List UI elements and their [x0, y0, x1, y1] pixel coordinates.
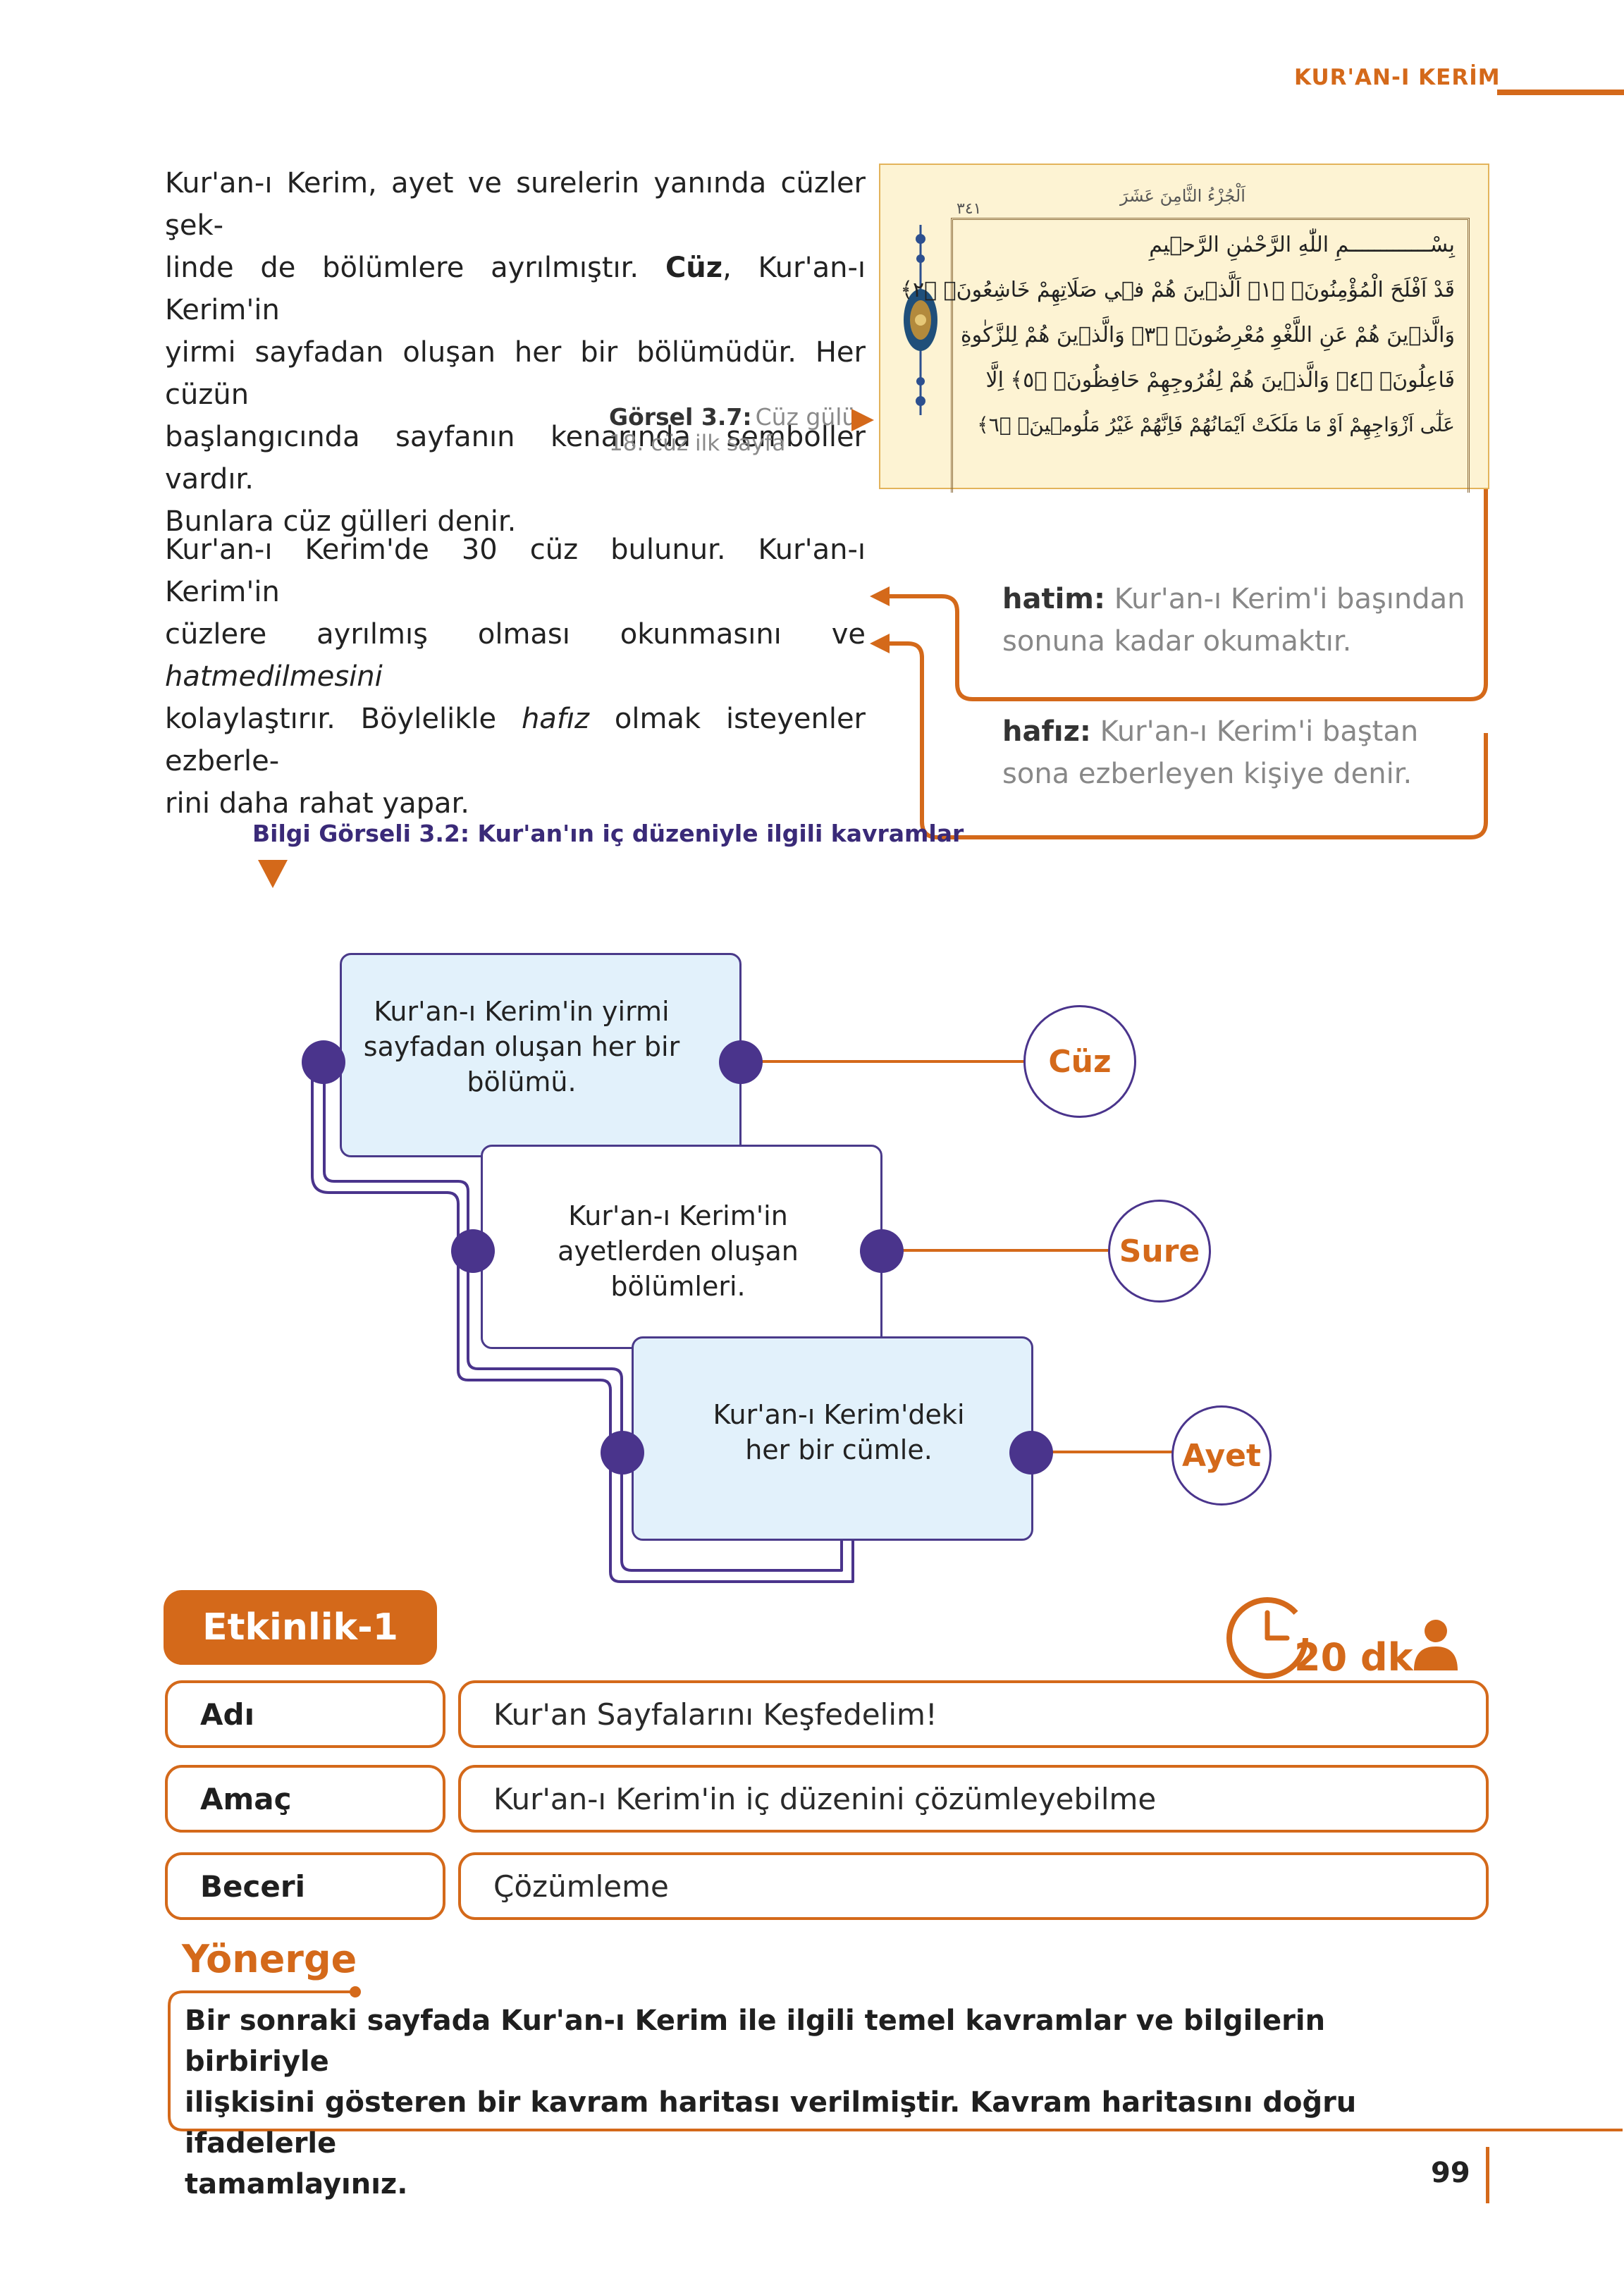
figure-caption: Görsel 3.7: Cüz gülü 18. cüz ilk sayfa: [609, 403, 856, 456]
row-value-aim: Kur'an-ı Kerim'in iç düzenini çözümleyeb…: [458, 1765, 1489, 1833]
row-label-name: Adı: [165, 1680, 445, 1748]
para-line: rini daha rahat yapar.: [165, 787, 470, 820]
intro-line: yirmi sayfadan oluşan her bir bölümüdür.…: [165, 336, 866, 411]
quran-text-frame: بِسْـــــــــــــمِ اللّٰهِ الرَّحْمٰنِ …: [900, 218, 1470, 493]
page-number: 99: [1431, 2157, 1470, 2189]
concept-text-sure: Kur'an-ı Kerim'in ayetlerden oluşan bölü…: [558, 1200, 799, 1302]
connector-dot: [1009, 1431, 1053, 1475]
info-visual-caption: Bilgi Görseli 3.2: Kur'an'ın iç düzeniyl…: [252, 820, 964, 847]
connector-dot: [860, 1229, 904, 1273]
definition-connectors: [870, 489, 1488, 839]
header-rule: [1497, 90, 1624, 95]
caption-down-arrow-icon: [258, 860, 288, 888]
concept-text-ayet: Kur'an-ı Kerim'deki her bir cümle.: [713, 1399, 965, 1465]
activity-title-badge: Etkinlik-1: [164, 1590, 437, 1665]
person-icon: [1414, 1620, 1458, 1670]
para-line: cüzlere ayrılmış olması okunmasını ve ha…: [165, 618, 866, 693]
arabic-line: فَاعِلُونَۙ ﴿٤﴾ وَالَّذ۪ينَ هُمْ لِفُرُو…: [985, 368, 1455, 393]
definition-hafiz: hafız: Kur'an-ı Kerim'i baştan sona ezbe…: [1002, 715, 1419, 790]
hafiz-term: hafız:: [1002, 715, 1091, 748]
figure-subtitle: 18. cüz ilk sayfa: [609, 431, 786, 456]
instruction-frame: [168, 1986, 1623, 2131]
para-line: kolaylaştırır. Böylelikle hafız olmak is…: [165, 703, 866, 777]
row-label-skill: Beceri: [165, 1852, 445, 1920]
row-label-aim: Amaç: [165, 1765, 445, 1833]
row-value-name: Kur'an Sayfalarını Keşfedelim!: [458, 1680, 1489, 1748]
arabic-line: وَالَّذ۪ينَ هُمْ عَنِ اللَّغْوِ مُعْرِضُ…: [960, 323, 1455, 347]
page-number-arabic: ٣٤١: [956, 200, 982, 218]
figure-name: Cüz gülü: [755, 403, 857, 431]
connector-dot: [302, 1040, 345, 1084]
connector-dot: [601, 1431, 644, 1475]
term-circle-cuz: Cüz: [1023, 1005, 1136, 1118]
clock-icon: [1226, 1597, 1308, 1679]
term-hatmedilmesini: hatmedilmesini: [165, 660, 383, 693]
quran-page-image: اَلْجُزْءُ الثَّامِنَ عَشَرَ ٣٤١ بِسْـــ…: [879, 164, 1489, 493]
intro-line: Kur'an-ı Kerim, ayet ve surelerin yanınd…: [165, 167, 866, 242]
connector-dot: [719, 1040, 763, 1084]
caption-arrow-icon: [851, 409, 874, 431]
intro-line: linde de bölümlere ayrılmıştır. Cüz, Kur…: [165, 252, 866, 326]
concept-box-cuz: [340, 953, 742, 1157]
activity-duration: 20 dk.: [1294, 1635, 1428, 1680]
figure-label: Görsel 3.7:: [609, 403, 752, 431]
arabic-line: بِسْـــــــــــــمِ اللّٰهِ الرَّحْمٰنِ …: [1149, 233, 1455, 257]
arabic-line: قَدْ اَفْلَحَ الْمُؤْمِنُونَۙ ﴿١﴾ اَلَّذ…: [900, 278, 1455, 302]
concept-text-cuz: Kur'an-ı Kerim'in yirmi sayfadan oluşan …: [363, 996, 680, 1097]
cuz-rose-icon: [904, 225, 937, 415]
connector-dot: [451, 1229, 495, 1273]
intro-line: başlangıcında sayfanın kenarında semboll…: [165, 421, 866, 495]
term-circle-sure: Sure: [1108, 1200, 1211, 1303]
hatim-term: hatim:: [1002, 583, 1105, 615]
term-cuz: Cüz: [665, 252, 723, 284]
term-hafiz: hafız: [521, 703, 590, 735]
term-circle-ayet: Ayet: [1171, 1405, 1272, 1506]
instruction-text: Bir sonraki sayfada Kur'an-ı Kerim ile i…: [185, 2005, 1357, 2200]
concept-diagram-lines: [311, 1060, 1174, 1583]
page-header-arabic: اَلْجُزْءُ الثَّامِنَ عَشَرَ: [1120, 186, 1245, 206]
concept-box-sure: [481, 1145, 882, 1349]
concept-box-ayet: [632, 1336, 1033, 1541]
intro-line: Bunlara cüz gülleri denir.: [165, 505, 517, 538]
arabic-line: عَلٰٓى اَزْوَاجِهِمْ اَوْ مَا مَلَكَتْ ا…: [977, 413, 1455, 436]
row-value-skill: Çözümleme: [458, 1852, 1489, 1920]
definition-hatim: hatim: Kur'an-ı Kerim'i başından sonuna …: [1002, 583, 1465, 658]
running-header: KUR'AN-I KERİM: [1294, 65, 1501, 90]
intro-paragraph: Kur'an-ı Kerim, ayet ve surelerin yanınd…: [165, 162, 866, 543]
page-number-rule: [1486, 2147, 1489, 2203]
para-line: Kur'an-ı Kerim'de 30 cüz bulunur. Kur'an…: [165, 534, 866, 608]
second-paragraph: Kur'an-ı Kerim'de 30 cüz bulunur. Kur'an…: [165, 529, 866, 825]
instruction-title: Yönerge: [182, 1937, 357, 1981]
